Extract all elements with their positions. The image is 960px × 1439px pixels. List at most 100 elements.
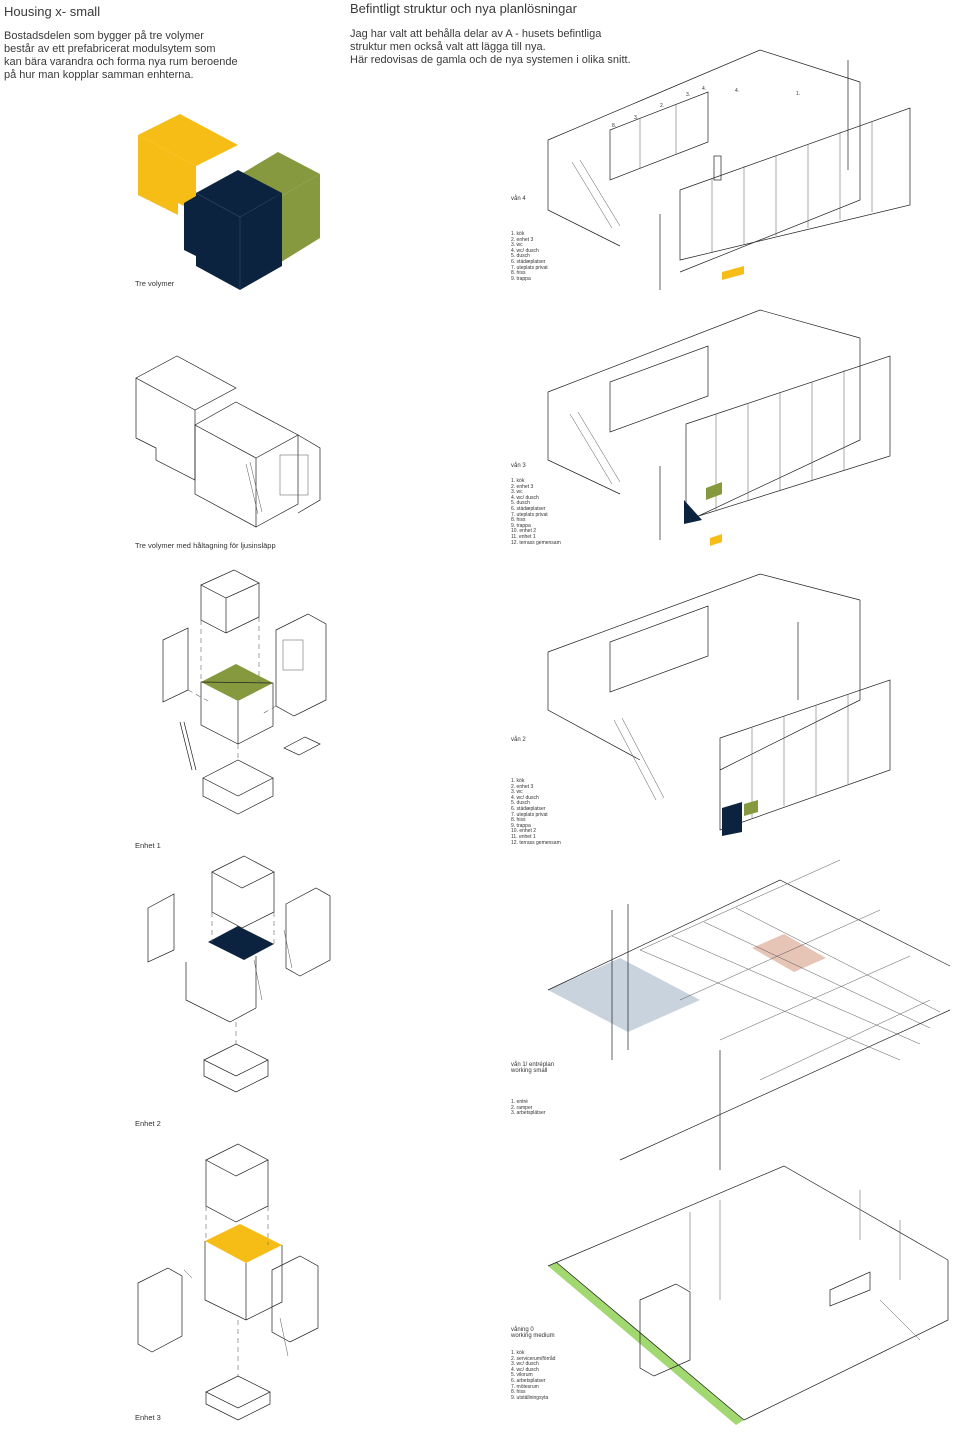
legend-item: 3. wc [511,789,523,796]
floor-van2-legend-block: vån 2 1. kök 2. enhet 3 3. wc 4. wc/ dus… [511,737,561,846]
plan-number-label: 1. [796,91,801,97]
navy-volume-front [196,193,240,290]
caption-enhet-3: Enhet 3 [135,1413,161,1422]
legend-item: 2. enhet 3 [511,236,534,243]
caption-enhet-2: Enhet 2 [135,1119,161,1128]
legend-item: 2. enhet 3 [511,483,534,490]
legend-item: 6. städæplatser [511,505,546,512]
caption-tre-volymer-haltagning: Tre volymer med håltagning för ljusinslä… [135,541,276,550]
yellow-accent [710,534,722,546]
legend-item: 5. dusch [511,500,530,507]
legend-item: 1. kök [511,1350,525,1356]
legend-item: 7. uteplats privat [511,264,548,271]
legend-item: 9. trappa [511,822,531,829]
floor-legend: 1. kök 2. enhet 3 3. wc 4. wc/ dusch 5. … [511,231,548,282]
legend-item: 3. wc [511,242,523,249]
floor-legend: 1. kök 2. enhet 3 3. wc 4. wc/ dusch 5. … [511,778,561,846]
lightblue-floor-area [548,958,700,1032]
enhet-2-exploded-diagram [147,855,331,1093]
floor-van2-drawing [547,573,891,836]
olive-accent [706,482,722,500]
floor-van4-drawing [547,49,911,290]
left-intro-line: kan bära varandra och forma nya rum bero… [4,56,238,68]
legend-item: 1. kök [511,231,525,237]
legend-item: 6. arbetsplatser [511,1377,546,1384]
left-intro-text: Bostadsdelen som bygger på tre volymer b… [4,30,254,82]
caption-enhet-1: Enhet 1 [135,841,161,850]
left-intro-line: består av ett prefabricerat modulsytem s… [4,43,216,55]
legend-item: 11. enhet 1 [511,833,536,840]
olive-volume-side [278,174,320,264]
legend-item: 5. dusch [511,800,530,807]
legend-item: 9. utställningsyta [511,1394,549,1401]
legend-item: 8. hiss [511,270,526,277]
olive-accent [744,800,758,816]
legend-item: 4. wc/ dusch [511,494,539,501]
floor-subtitle: working small [511,1068,548,1074]
left-intro-line: Bostadsdelen som bygger på tre volymer [4,30,204,42]
plan-number-label: 3. [686,92,691,98]
navy-floor-plate [208,926,274,960]
legend-item: 1. kök [511,778,525,784]
three-volumes-diagram [138,114,320,290]
three-volumes-openings-diagram [135,355,321,528]
legend-item: 7. uteplats privat [511,811,548,818]
left-intro-line: på hur man kopplar samman enhterna. [4,69,194,81]
plan-number-label: 2. [660,103,665,109]
floor-van0-drawing [547,1165,949,1425]
legend-item: 5. dusch [511,253,530,260]
lightgreen-edge [548,1262,744,1425]
floor-title: vån 3 [511,463,526,469]
legend-item: 4. wc/ dusch [511,247,539,254]
pink-floor-area [752,934,826,972]
plan-number-label: 4. [735,88,740,94]
floor-title: vån 4 [511,196,526,202]
legend-item: 9. trappa [511,275,531,282]
floor-title: vån 2 [511,737,526,743]
legend-item: 2. ramper [511,1104,533,1111]
floor-legend: 1. entré 2. ramper 3. arbetsplätser [511,1099,554,1117]
legend-item: 7. uteplats privat [511,511,548,518]
yellow-volume-top [138,114,238,166]
yellow-volume-front [138,135,196,215]
legend-item: 6. städæplatser [511,805,546,812]
legend-item: 11. enhet 1 [511,533,536,540]
legend-item: 1. entré [511,1099,528,1105]
legend-item: 12. terrass gemensam [511,839,561,846]
legend-item: 3. arbetsplätser [511,1110,546,1117]
navy-volume-right [240,193,282,290]
legend-item: 8. hiss [511,817,526,824]
legend-item: 9. trappa [511,522,531,529]
navy-volume-left-side [184,196,196,256]
legend-item: 12. terrass gemensam [511,539,561,546]
floor-van0-legend-block: våning 0 working medium 1. kök 2. servic… [511,1327,555,1401]
plan-number-label: 4. [702,86,707,92]
legend-item: 10. enhet 2 [511,828,537,835]
floor-van3-legend-block: vån 3 1. kök 2. enhet 3 3. wc 4. wc/ dus… [511,463,561,546]
floor-legend: 1. kök 2. enhet 3 3. wc 4. wc/ dusch 5. … [511,478,561,546]
right-intro-line: Här redovisas de gamla och de nya system… [350,54,631,66]
floor-van3-drawing [547,309,891,546]
floor-van4-legend-block: vån 4 1. kök 2. enhet 3 3. wc 4. wc/ dus… [511,196,548,282]
enhet-1-exploded-diagram [162,569,327,815]
navy-accent [722,802,742,836]
yellow-accent [722,266,744,280]
floor-van1-legend-block: vån 1/ entréplan working small 1. entré … [511,1062,554,1117]
legend-item: 2. enhet 3 [511,783,534,790]
plan-number-label: 3. [634,115,639,121]
legend-item: 2. servicerum/förråd [511,1355,556,1362]
legend-item: 3. wc [511,489,523,496]
floor-legend: 1. kök 2. servicerum/förråd 3. wc/ dusch… [511,1350,556,1401]
floor-title: våning 0 [511,1327,534,1333]
legend-item: 10. enhet 2 [511,528,537,535]
legend-item: 8. hiss [511,517,526,524]
left-title: Housing x- small [4,4,101,19]
enhet-3-exploded-diagram [137,1143,319,1421]
right-title: Befintligt struktur och nya planlösninga… [350,1,577,16]
floor-title: vån 1/ entréplan [511,1062,555,1068]
legend-item: 8. hiss [511,1389,526,1396]
right-intro-line: struktur men också valt att lägga till n… [350,41,546,53]
right-intro-text: Jag har valt att behålla delar av A - hu… [350,28,680,67]
legend-item: 7. mötesrum [511,1383,539,1390]
right-intro-line: Jag har valt att behålla delar av A - hu… [350,28,602,40]
